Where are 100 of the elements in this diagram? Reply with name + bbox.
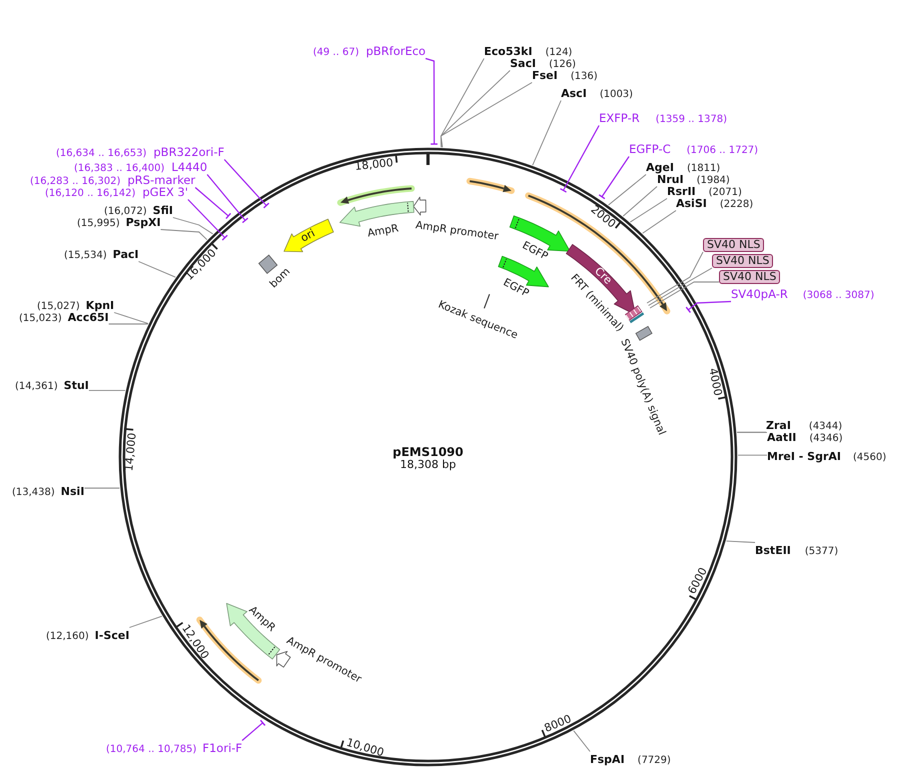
leader-line [160,229,208,240]
position-label: (1984) [696,174,730,186]
position-label: (15,027) [37,300,80,312]
restriction-site-label: StuI [64,378,89,392]
position-label: (4346) [809,432,843,444]
position-label: (4344) [808,420,842,432]
feature-label: Cre [592,265,614,287]
position-label: (1811) [686,162,720,174]
leader-line [206,174,249,224]
leader-line [129,616,162,628]
position-label: (16,072) [104,206,147,216]
origin-feature [283,218,335,253]
gene-feature [225,602,281,660]
position-label: (16,634 .. 16,653) [56,148,146,158]
leader-line [425,58,438,145]
leader-line [650,282,720,308]
primer-label: pBR322ori-F [154,144,224,158]
tick-label: 18,000 [354,156,394,173]
primer-label: F1ori-F [202,740,242,754]
restriction-site-label: SacI [510,56,536,70]
position-label: (5377) [804,546,838,556]
restriction-site-label: PacI [112,248,139,260]
feature-box: SV40 NLS [712,254,774,268]
position-label: (13,438) [12,486,55,498]
restriction-site-label: AatII [767,430,796,444]
position-label: (15,534) [64,250,107,260]
plasmid-name: pEMS1090 [392,446,464,458]
leader-line [642,210,676,234]
leader-line [88,390,126,391]
position-label: (136) [570,70,598,82]
feature-label: EGFP [501,276,531,300]
position-label: (12,160) [46,630,89,642]
position-label: (14,361) [15,380,58,392]
primer-label: pRS-marker [128,172,196,186]
restriction-site-label: KpnI [86,298,114,312]
restriction-site-label: NsiI [60,484,84,498]
promoter-feature [412,196,427,216]
leader-line [630,198,668,222]
leader-line [440,58,484,148]
feature-label: AmpR [366,222,400,240]
primer-label: SV40pA-R [731,286,788,300]
position-label: (2228) [720,198,754,210]
feature-box: SV40 NLS [719,270,780,284]
leader-line [138,261,176,278]
leader-line [440,70,510,148]
tick-label: 10,000 [344,736,385,759]
restriction-site-label: PspXI [126,216,161,228]
position-label: (16,283 .. 16,302) [30,176,120,186]
position-label: (16,120 .. 16,142) [45,188,136,198]
position-label: (1003) [600,88,633,100]
feature-label: AmpR promoter [414,219,500,243]
restriction-site-label: Acc65I [68,310,109,324]
position-label: (4560) [852,452,886,462]
feature-block [628,311,645,325]
feature-label: ori [299,228,318,246]
position-label: (15,995) [77,218,120,228]
leader-line [598,156,630,200]
restriction-site-label: MreI - SgrAI [767,450,841,462]
position-label: (124) [545,46,572,58]
restriction-site-label: FspAI [590,752,625,766]
leader-line [573,730,590,752]
position-label: (49 .. 67) [313,46,359,58]
tick-label: 8000 [542,713,574,735]
leader-line [738,454,768,456]
leader-line [726,540,756,543]
position-label: (2071) [708,186,742,198]
restriction-site-label: NruI [657,172,684,186]
primer-label: EGFP-C [629,142,671,156]
primer-label: L4440 [172,160,208,174]
position-label: (7729) [638,754,671,766]
leader-line [188,199,228,241]
position-label: (15,023) [19,312,62,324]
feature-label: EGFP [520,239,550,263]
leader-line [685,300,732,314]
position-label: (10,764 .. 10,785) [106,744,196,754]
leader-line [560,125,600,193]
leader-line [114,312,149,324]
leader-line [440,82,532,148]
restriction-site-label: AscI [561,86,587,100]
feature-mark [482,292,492,311]
restriction-site-label: FseI [532,68,558,82]
position-label: (126) [548,58,576,70]
leader-line [608,174,646,206]
restriction-site-label: ZraI [766,418,791,432]
leader-line [224,159,270,209]
leader-line [172,217,214,234]
restriction-site-label: AsiSI [676,196,707,210]
restriction-site-label: AgeI [646,160,674,174]
restriction-site-label: RsrII [667,184,696,198]
tick-label: 6000 [686,566,710,596]
position-label: (3068 .. 3087) [802,290,874,300]
tick-label: 14,000 [122,432,138,472]
leader-line [532,100,562,166]
primer-label: pGEX 3' [142,184,188,198]
restriction-site-label: BstEII [755,544,791,556]
primer-label: EXFP-R [599,110,640,124]
leader-line [646,252,704,304]
position-label: (1359 .. 1378) [656,114,728,124]
leader-line [242,719,266,741]
primer-label: pBRforEco [366,44,426,58]
